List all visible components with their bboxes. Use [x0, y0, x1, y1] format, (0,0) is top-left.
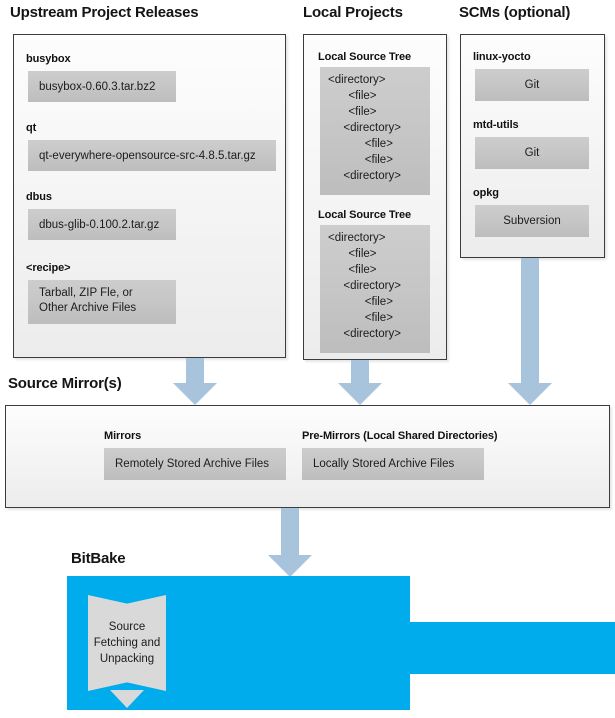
local-projects-heading: Local Projects	[303, 4, 403, 21]
local-projects-panel: Local Source Tree <directory> <file> <fi…	[303, 34, 447, 360]
arrow-stem	[281, 508, 299, 556]
local-tree-label-0: Local Source Tree	[318, 51, 412, 63]
scm-entry-value-1: Git	[475, 137, 589, 169]
upstream-entry-name-2: dbus	[26, 191, 52, 203]
upstream-entry-name-3: <recipe>	[26, 262, 71, 274]
mirrors-group-label-0: Mirrors	[104, 430, 142, 442]
scm-entry-value-0: Git	[475, 69, 589, 101]
scm-entry-name-2: opkg	[473, 187, 499, 199]
scm-entry-name-0: linux-yocto	[473, 51, 531, 63]
arrow-local-projects-to-mirrors	[338, 360, 382, 405]
upstream-heading: Upstream Project Releases	[10, 4, 199, 21]
source-mirrors-heading: Source Mirror(s)	[8, 375, 122, 392]
task-line-1: Source	[108, 621, 146, 633]
scms-panel: linux-yocto Git mtd-utils Git opkg Subve…	[460, 34, 605, 258]
tree-line: <file>	[352, 296, 393, 308]
tree-line: <directory>	[337, 170, 401, 182]
tree-line: <file>	[352, 312, 393, 324]
local-tree-0: <directory> <file> <file> <directory> <f…	[320, 67, 430, 195]
task-line-2: Fetching and	[93, 637, 161, 649]
source-fetching-bottom-notch	[110, 690, 144, 708]
upstream-entry-value-2: dbus-glib-0.100.2.tar.gz	[28, 209, 176, 240]
tree-line: <file>	[342, 264, 377, 276]
arrow-head	[508, 383, 552, 405]
upstream-entry-name-0: busybox	[26, 53, 71, 65]
tree-line: <directory>	[337, 122, 401, 134]
tree-line: <file>	[342, 106, 377, 118]
upstream-entry-value-3-line1: Tarball, ZIP Fle, or	[39, 287, 133, 299]
source-fetching-unpacking-label: Source Fetching and Unpacking	[88, 619, 166, 667]
upstream-entry-value-1: qt-everywhere-opensource-src-4.8.5.tar.g…	[28, 140, 276, 171]
arrow-upstream-to-mirrors	[173, 358, 217, 405]
arrow-stem	[351, 360, 369, 384]
tree-line: <file>	[342, 248, 377, 260]
mirrors-group-value-0: Remotely Stored Archive Files	[104, 448, 286, 480]
local-tree-1: <directory> <file> <file> <directory> <f…	[320, 225, 430, 353]
bitbake-tail-block	[410, 622, 615, 674]
arrow-head	[268, 555, 312, 577]
upstream-entry-value-0: busybox-0.60.3.tar.bz2	[28, 71, 176, 102]
source-mirrors-panel: Mirrors Remotely Stored Archive Files Pr…	[5, 405, 610, 508]
upstream-entry-name-1: qt	[26, 122, 37, 134]
tree-line: <file>	[352, 138, 393, 150]
local-tree-label-1: Local Source Tree	[318, 209, 412, 221]
tree-line: <file>	[342, 90, 377, 102]
scm-entry-name-1: mtd-utils	[473, 119, 519, 131]
scms-heading: SCMs (optional)	[459, 4, 571, 21]
tree-line: <directory>	[328, 232, 386, 244]
tree-line: <file>	[352, 154, 393, 166]
tree-line: <directory>	[328, 74, 386, 86]
arrow-head	[338, 383, 382, 405]
source-fetching-unpacking-box: Source Fetching and Unpacking	[88, 595, 166, 691]
scm-entry-value-2: Subversion	[475, 205, 589, 237]
upstream-entry-value-3: Tarball, ZIP Fle, or Other Archive Files	[28, 280, 176, 324]
arrow-stem	[186, 358, 204, 384]
tree-line: <directory>	[337, 328, 401, 340]
arrow-stem	[521, 258, 539, 384]
upstream-entry-value-3-line2: Other Archive Files	[39, 302, 137, 314]
upstream-panel: busybox busybox-0.60.3.tar.bz2 qt qt-eve…	[13, 34, 286, 358]
mirrors-group-label-1: Pre-Mirrors (Local Shared Directories)	[302, 430, 498, 442]
arrow-head	[173, 383, 217, 405]
task-line-3: Unpacking	[99, 653, 155, 665]
arrow-mirrors-to-bitbake	[268, 508, 312, 578]
tree-line: <directory>	[337, 280, 401, 292]
arrow-scms-to-mirrors	[508, 258, 552, 405]
bitbake-heading: BitBake	[71, 550, 126, 567]
mirrors-group-value-1: Locally Stored Archive Files	[302, 448, 484, 480]
